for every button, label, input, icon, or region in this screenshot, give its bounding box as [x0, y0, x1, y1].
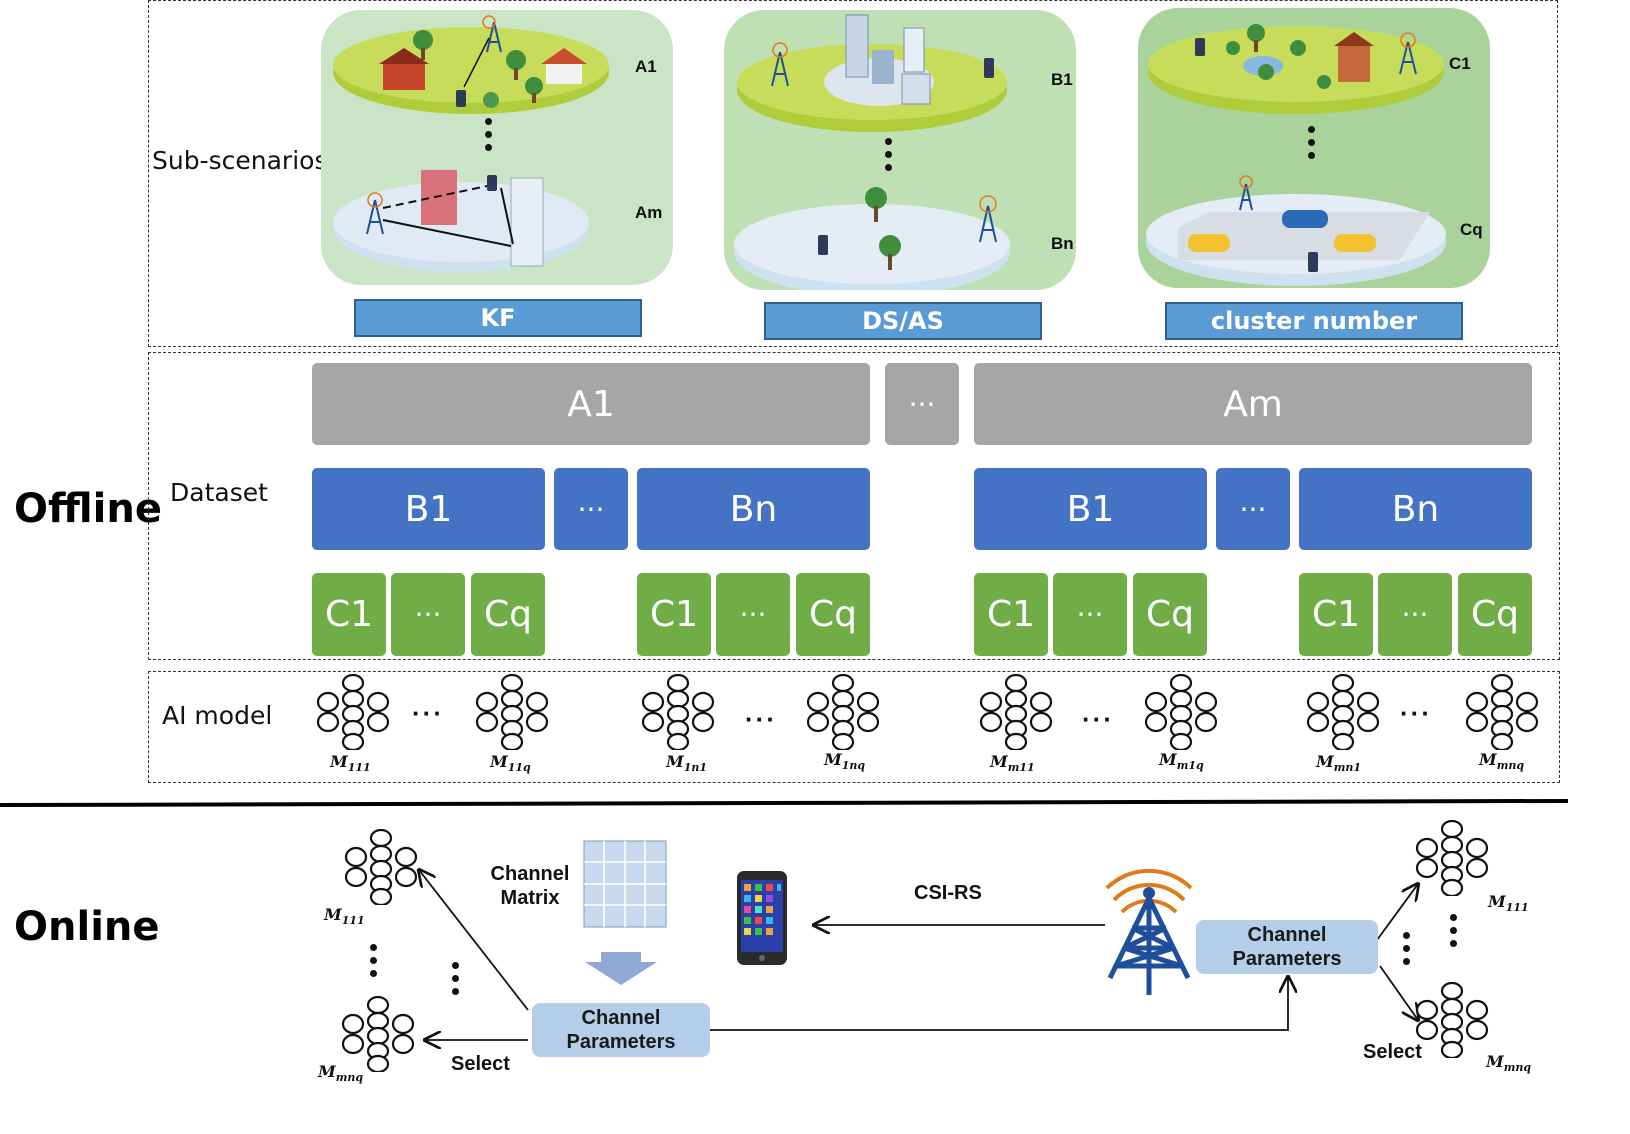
neural-network-icon — [978, 673, 1054, 755]
neural-network-icon — [474, 673, 550, 755]
model-label-1nq: M1nq — [824, 750, 866, 773]
dataset-c-dots-block: ··· — [716, 573, 790, 656]
select-arrow-right-bottom — [1379, 965, 1418, 1020]
dataset-bn-block: Bn — [1299, 468, 1532, 550]
dataset-c1-block: C1 — [637, 573, 711, 656]
model-label-m1q: Mm1q — [1159, 750, 1204, 773]
scenario-panel-a: A1 Am — [321, 10, 673, 285]
online-model-label-bottom-left: Mmnq — [318, 1062, 364, 1085]
scenario-b-illustration — [734, 14, 1010, 290]
ds-as-param-button: DS/AS — [764, 302, 1042, 340]
neural-network-icon — [1464, 673, 1540, 755]
dataset-b1-block: B1 — [312, 468, 545, 550]
feedback-line — [710, 977, 1288, 1031]
model-label-mnq: Mmnq — [1479, 750, 1525, 773]
online-model-label-top-left: M111 — [324, 905, 365, 928]
neural-network-icon — [343, 828, 419, 910]
online-model-label-bottom-right: Mmnq — [1486, 1052, 1532, 1075]
dataset-c-dots-block: ··· — [1053, 573, 1127, 656]
dataset-b-dots-block: ··· — [1216, 468, 1290, 550]
panel-a-vdots — [485, 118, 493, 157]
channel-parameters-label: Channel Parameters — [1232, 924, 1342, 970]
panel-c-vdots — [1308, 126, 1316, 165]
offline-title: Offline — [14, 486, 162, 532]
scenario-c-illustration — [1146, 24, 1446, 286]
neural-network-icon — [1414, 819, 1490, 901]
channel-matrix-grid — [583, 840, 667, 928]
dataset-c-dots-block: ··· — [1378, 573, 1452, 656]
select-label-left: Select — [451, 1053, 510, 1075]
neural-network-icon — [315, 673, 391, 755]
dataset-b1-block: B1 — [974, 468, 1207, 550]
dataset-cq-block: Cq — [1133, 573, 1207, 656]
dataset-a1-block: A1 — [312, 363, 870, 445]
panel-c-bottom-label: Cq — [1460, 220, 1483, 239]
panel-a-top-label: A1 — [635, 57, 657, 76]
neural-network-icon — [805, 673, 881, 755]
model-dots: ··· — [745, 704, 777, 734]
dataset-frame — [148, 352, 1560, 660]
ai-model-label: AI model — [162, 701, 273, 730]
neural-network-icon — [1305, 673, 1381, 755]
neural-network-icon — [340, 995, 416, 1077]
neural-network-icon — [640, 673, 716, 755]
model-label-m11: Mm11 — [990, 752, 1035, 775]
dataset-c1-block: C1 — [1299, 573, 1373, 656]
sub-scenarios-frame — [148, 0, 1558, 347]
model-dots: ··· — [1082, 704, 1114, 734]
dataset-cq-block: Cq — [796, 573, 870, 656]
ai-model-frame — [148, 671, 1560, 783]
scenario-a-illustration — [333, 15, 609, 272]
right-arrow-vdots — [1403, 932, 1411, 971]
model-label-11q: M11q — [490, 752, 531, 775]
select-arrow-left-top — [419, 870, 529, 1011]
model-label-mn1: Mmn1 — [1316, 752, 1362, 775]
dataset-am-block: Am — [974, 363, 1532, 445]
online-title: Online — [14, 904, 160, 950]
neural-network-icon — [1414, 981, 1490, 1063]
dataset-label: Dataset — [170, 478, 268, 507]
model-label-1n1: M1n1 — [666, 752, 708, 775]
base-station-tower-icon — [1105, 868, 1193, 995]
panel-a-bottom-label: Am — [635, 203, 663, 222]
dataset-bn-block: Bn — [637, 468, 870, 550]
scenario-panel-b: B1 Bn — [724, 10, 1076, 290]
channel-parameters-box-right: Channel Parameters — [1196, 920, 1378, 974]
kf-param-button: KF — [354, 299, 642, 337]
panel-c-top-label: C1 — [1449, 54, 1471, 73]
csi-rs-label: CSI-RS — [914, 882, 982, 904]
dataset-a-dots-block: ··· — [885, 363, 959, 445]
channel-parameters-box-left: Channel Parameters — [532, 1003, 710, 1057]
scenario-panel-c: C1 Cq — [1138, 8, 1490, 288]
dataset-cq-block: Cq — [471, 573, 545, 656]
dataset-b-dots-block: ··· — [554, 468, 628, 550]
select-label-right: Select — [1363, 1041, 1422, 1063]
model-dots: ··· — [412, 698, 444, 728]
channel-matrix-label: Channel Matrix — [490, 863, 570, 909]
phone-icon — [737, 871, 787, 965]
dataset-c1-block: C1 — [974, 573, 1048, 656]
left-arrow-vdots — [452, 962, 460, 1001]
select-arrow-right-top — [1376, 884, 1418, 941]
neural-network-icon — [1143, 673, 1219, 755]
panel-b-top-label: B1 — [1051, 70, 1073, 89]
model-label-111: M111 — [330, 752, 371, 775]
model-dots: ··· — [1400, 698, 1432, 728]
panel-b-vdots — [885, 138, 893, 177]
left-model-vdots — [370, 944, 378, 983]
sub-scenarios-label: Sub-scenarios — [152, 146, 328, 175]
down-arrow-icon — [585, 952, 657, 985]
dataset-c1-block: C1 — [312, 573, 386, 656]
online-model-label-top-right: M111 — [1488, 892, 1529, 915]
dataset-c-dots-block: ··· — [391, 573, 465, 656]
channel-parameters-label: Channel Parameters — [566, 1007, 676, 1053]
cluster-number-param-button: cluster number — [1165, 302, 1463, 340]
dataset-cq-block: Cq — [1458, 573, 1532, 656]
panel-b-bottom-label: Bn — [1051, 234, 1074, 253]
right-model-vdots — [1450, 914, 1458, 953]
